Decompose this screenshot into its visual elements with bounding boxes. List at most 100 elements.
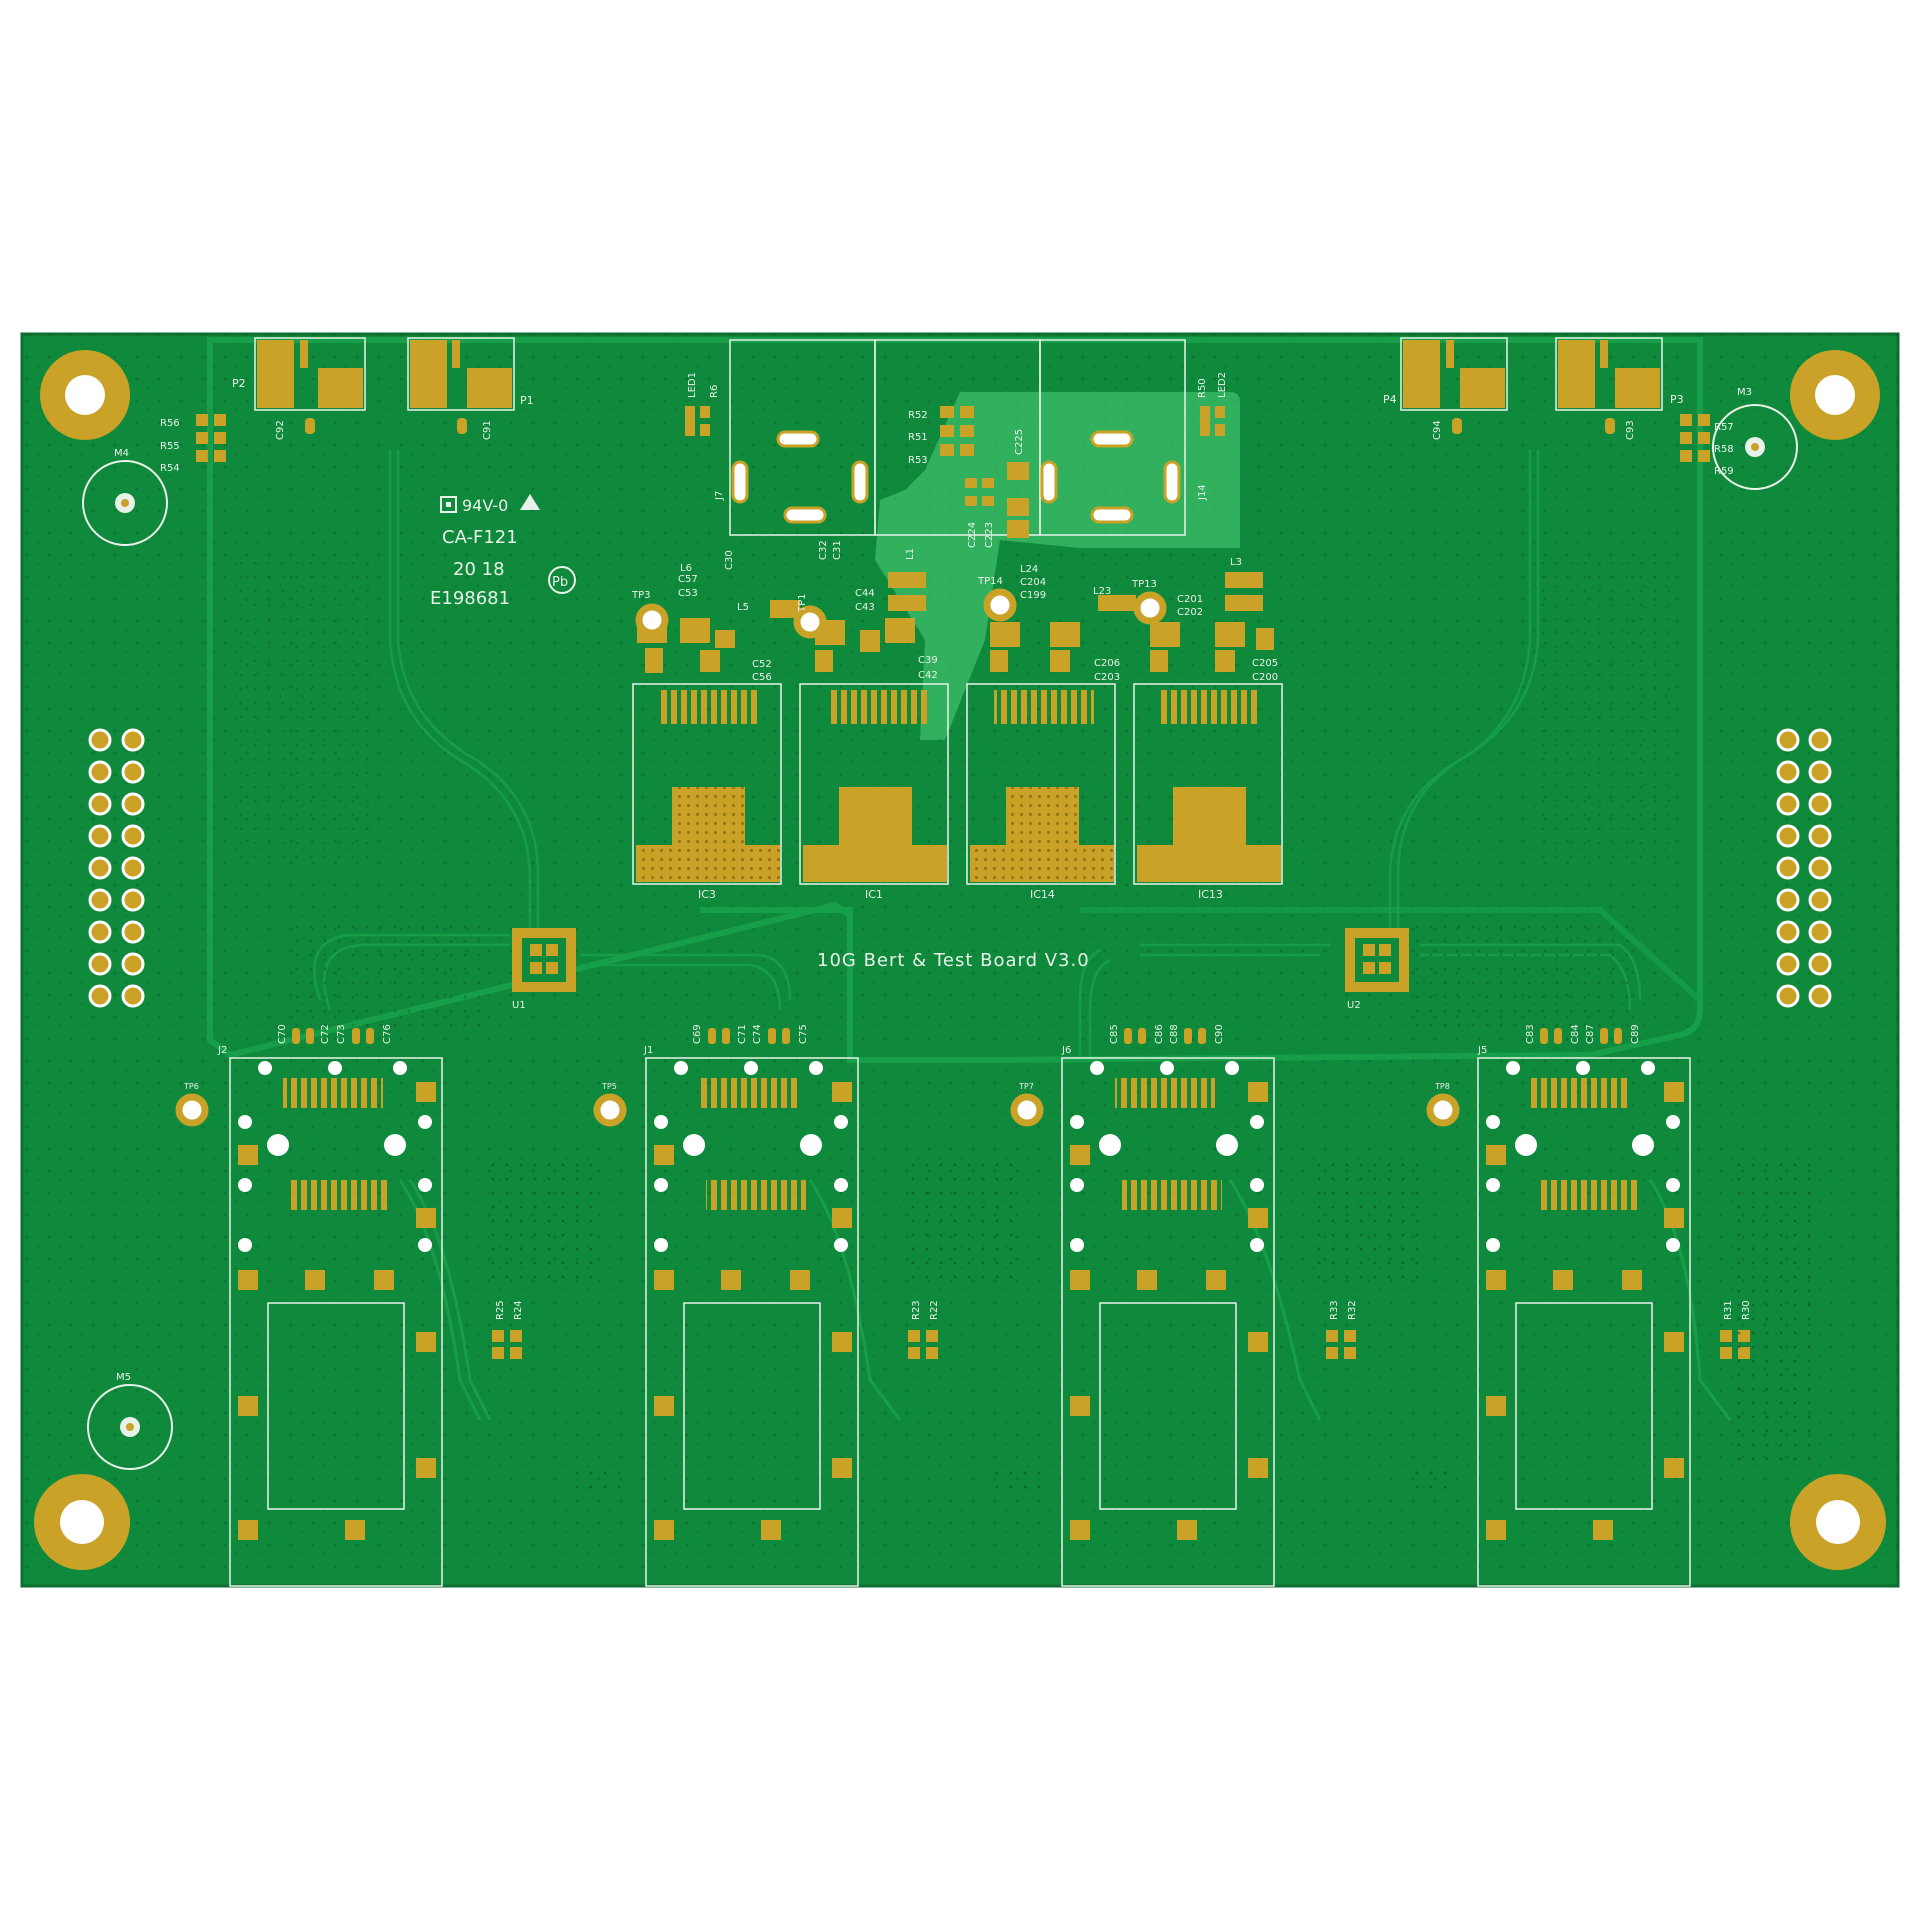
- silkscreen-label: C203: [1094, 672, 1120, 683]
- silkscreen-label: C204: [1020, 577, 1046, 588]
- m3-ring: [1712, 404, 1798, 490]
- pcb-feature: [960, 425, 974, 437]
- pcb-feature: [632, 683, 782, 885]
- silkscreen-text: 10G Bert & Test Board V3.0 94V-0 CA-F121…: [114, 372, 1752, 1383]
- m5-ring: [87, 1384, 173, 1470]
- silkscreen-label: R54: [160, 463, 180, 474]
- pcb-feature: [121, 888, 145, 912]
- pcb-feature: [196, 450, 208, 462]
- pcb-feature: [1605, 418, 1615, 434]
- silkscreen-label: R6: [709, 385, 720, 398]
- barrel-jack-pads: [731, 430, 1181, 524]
- pcb-feature: [1486, 1396, 1506, 1416]
- label-ic14: IC14: [1030, 888, 1055, 901]
- pcb-feature: [1344, 1347, 1356, 1359]
- pcb-feature: [803, 787, 947, 882]
- pcb-feature: [1150, 622, 1180, 647]
- silkscreen-label: R59: [1714, 466, 1734, 477]
- pcb-feature: [1410, 1465, 1455, 1495]
- pcb-feature: [283, 1078, 383, 1108]
- pcb-feature: [1446, 340, 1454, 368]
- pcb-feature: [121, 792, 145, 816]
- silkscreen-label: C31: [832, 540, 843, 560]
- label-p3: P3: [1670, 393, 1684, 406]
- silkscreen-label: C42: [918, 670, 938, 681]
- pcb-feature: [832, 1332, 852, 1352]
- pcb-feature: [782, 1028, 790, 1044]
- pcb-feature: [175, 1093, 209, 1127]
- pcb-feature: [768, 1028, 776, 1044]
- pcb-feature: [1090, 1061, 1104, 1075]
- pcb-feature: [683, 1302, 821, 1510]
- silkscreen-label: R50: [1197, 378, 1208, 398]
- pcb-feature: [492, 1330, 504, 1342]
- pcb-feature: [793, 605, 827, 639]
- pcb-feature: [1666, 1178, 1680, 1192]
- pcb-feature: [1808, 920, 1832, 944]
- silkscreen-label: C73: [336, 1024, 347, 1044]
- pcb-feature: [522, 938, 566, 982]
- pcb-feature: [121, 499, 129, 507]
- pcb-feature: [520, 494, 540, 510]
- pcb-feature: [1400, 337, 1508, 411]
- pcb-feature: [410, 340, 447, 408]
- pcb-feature: [1050, 622, 1080, 647]
- pcb-feature: [510, 1330, 522, 1342]
- pcb-feature: [654, 1520, 674, 1540]
- silkscreen-label: C88: [1169, 1024, 1180, 1044]
- pcb-feature: [292, 1028, 300, 1044]
- pcb-feature: [88, 888, 112, 912]
- pcb-feature: [88, 952, 112, 976]
- pcb-feature: [1808, 984, 1832, 1008]
- module-footprints: [229, 1057, 1691, 1587]
- pcb-feature: [832, 1208, 852, 1228]
- pcb-feature: [1632, 1134, 1654, 1156]
- pcb-feature: [530, 962, 542, 974]
- silkscreen-label: R23: [911, 1300, 922, 1320]
- pcb-feature: [1363, 962, 1375, 974]
- pcb-feature: [1808, 760, 1832, 784]
- pcb-feature: [706, 1180, 806, 1210]
- power-jack-pads: [257, 340, 1660, 408]
- pcb-feature: [1078, 948, 1101, 1060]
- pcb-feature: [1007, 462, 1029, 480]
- pcb-feature: [1531, 1078, 1631, 1108]
- pcb-feature: [126, 1423, 134, 1431]
- component-group: [1486, 1061, 1680, 1252]
- pcb-feature: [721, 1270, 741, 1290]
- pcb-feature: [440, 496, 457, 513]
- pcb-feature: [990, 650, 1008, 672]
- pcb-feature: [1808, 952, 1832, 976]
- pcb-feature: [416, 1458, 436, 1478]
- pcb-feature: [238, 1145, 258, 1165]
- pcb-feature: [1225, 1061, 1239, 1075]
- pcb-feature: [761, 1520, 781, 1540]
- pcb-feature: [1486, 1238, 1500, 1252]
- silkscreen-label: TP1: [797, 593, 808, 613]
- chip-u2: [1345, 928, 1409, 992]
- silkscreen-label: L6: [680, 563, 692, 574]
- silkscreen-label: C44: [855, 588, 875, 599]
- silkscreen-label: C69: [692, 1024, 703, 1044]
- silkscreen-label: TP7: [1018, 1082, 1034, 1091]
- silkscreen-label: C206: [1094, 658, 1120, 669]
- pcb-feature: [965, 478, 977, 488]
- component-group: [654, 1061, 848, 1252]
- component-group: [637, 572, 1274, 673]
- pcb-feature: [982, 496, 994, 506]
- pcb-feature: [214, 450, 226, 462]
- pcb-feature: [1666, 1238, 1680, 1252]
- pcb-feature: [654, 1238, 668, 1252]
- pcb-feature: [1050, 650, 1070, 672]
- pcb-feature: [418, 1178, 432, 1192]
- pcb-feature: [1664, 1082, 1684, 1102]
- pcb-feature: [1070, 1520, 1090, 1540]
- pcb-feature: [1614, 1028, 1622, 1044]
- component-group: [1486, 1082, 1684, 1540]
- pcb-feature: [888, 595, 926, 611]
- pcb-feature: [960, 444, 974, 456]
- label-j6: J6: [1061, 1045, 1071, 1056]
- pcb-feature: [683, 1134, 705, 1156]
- pcb-feature: [257, 340, 294, 408]
